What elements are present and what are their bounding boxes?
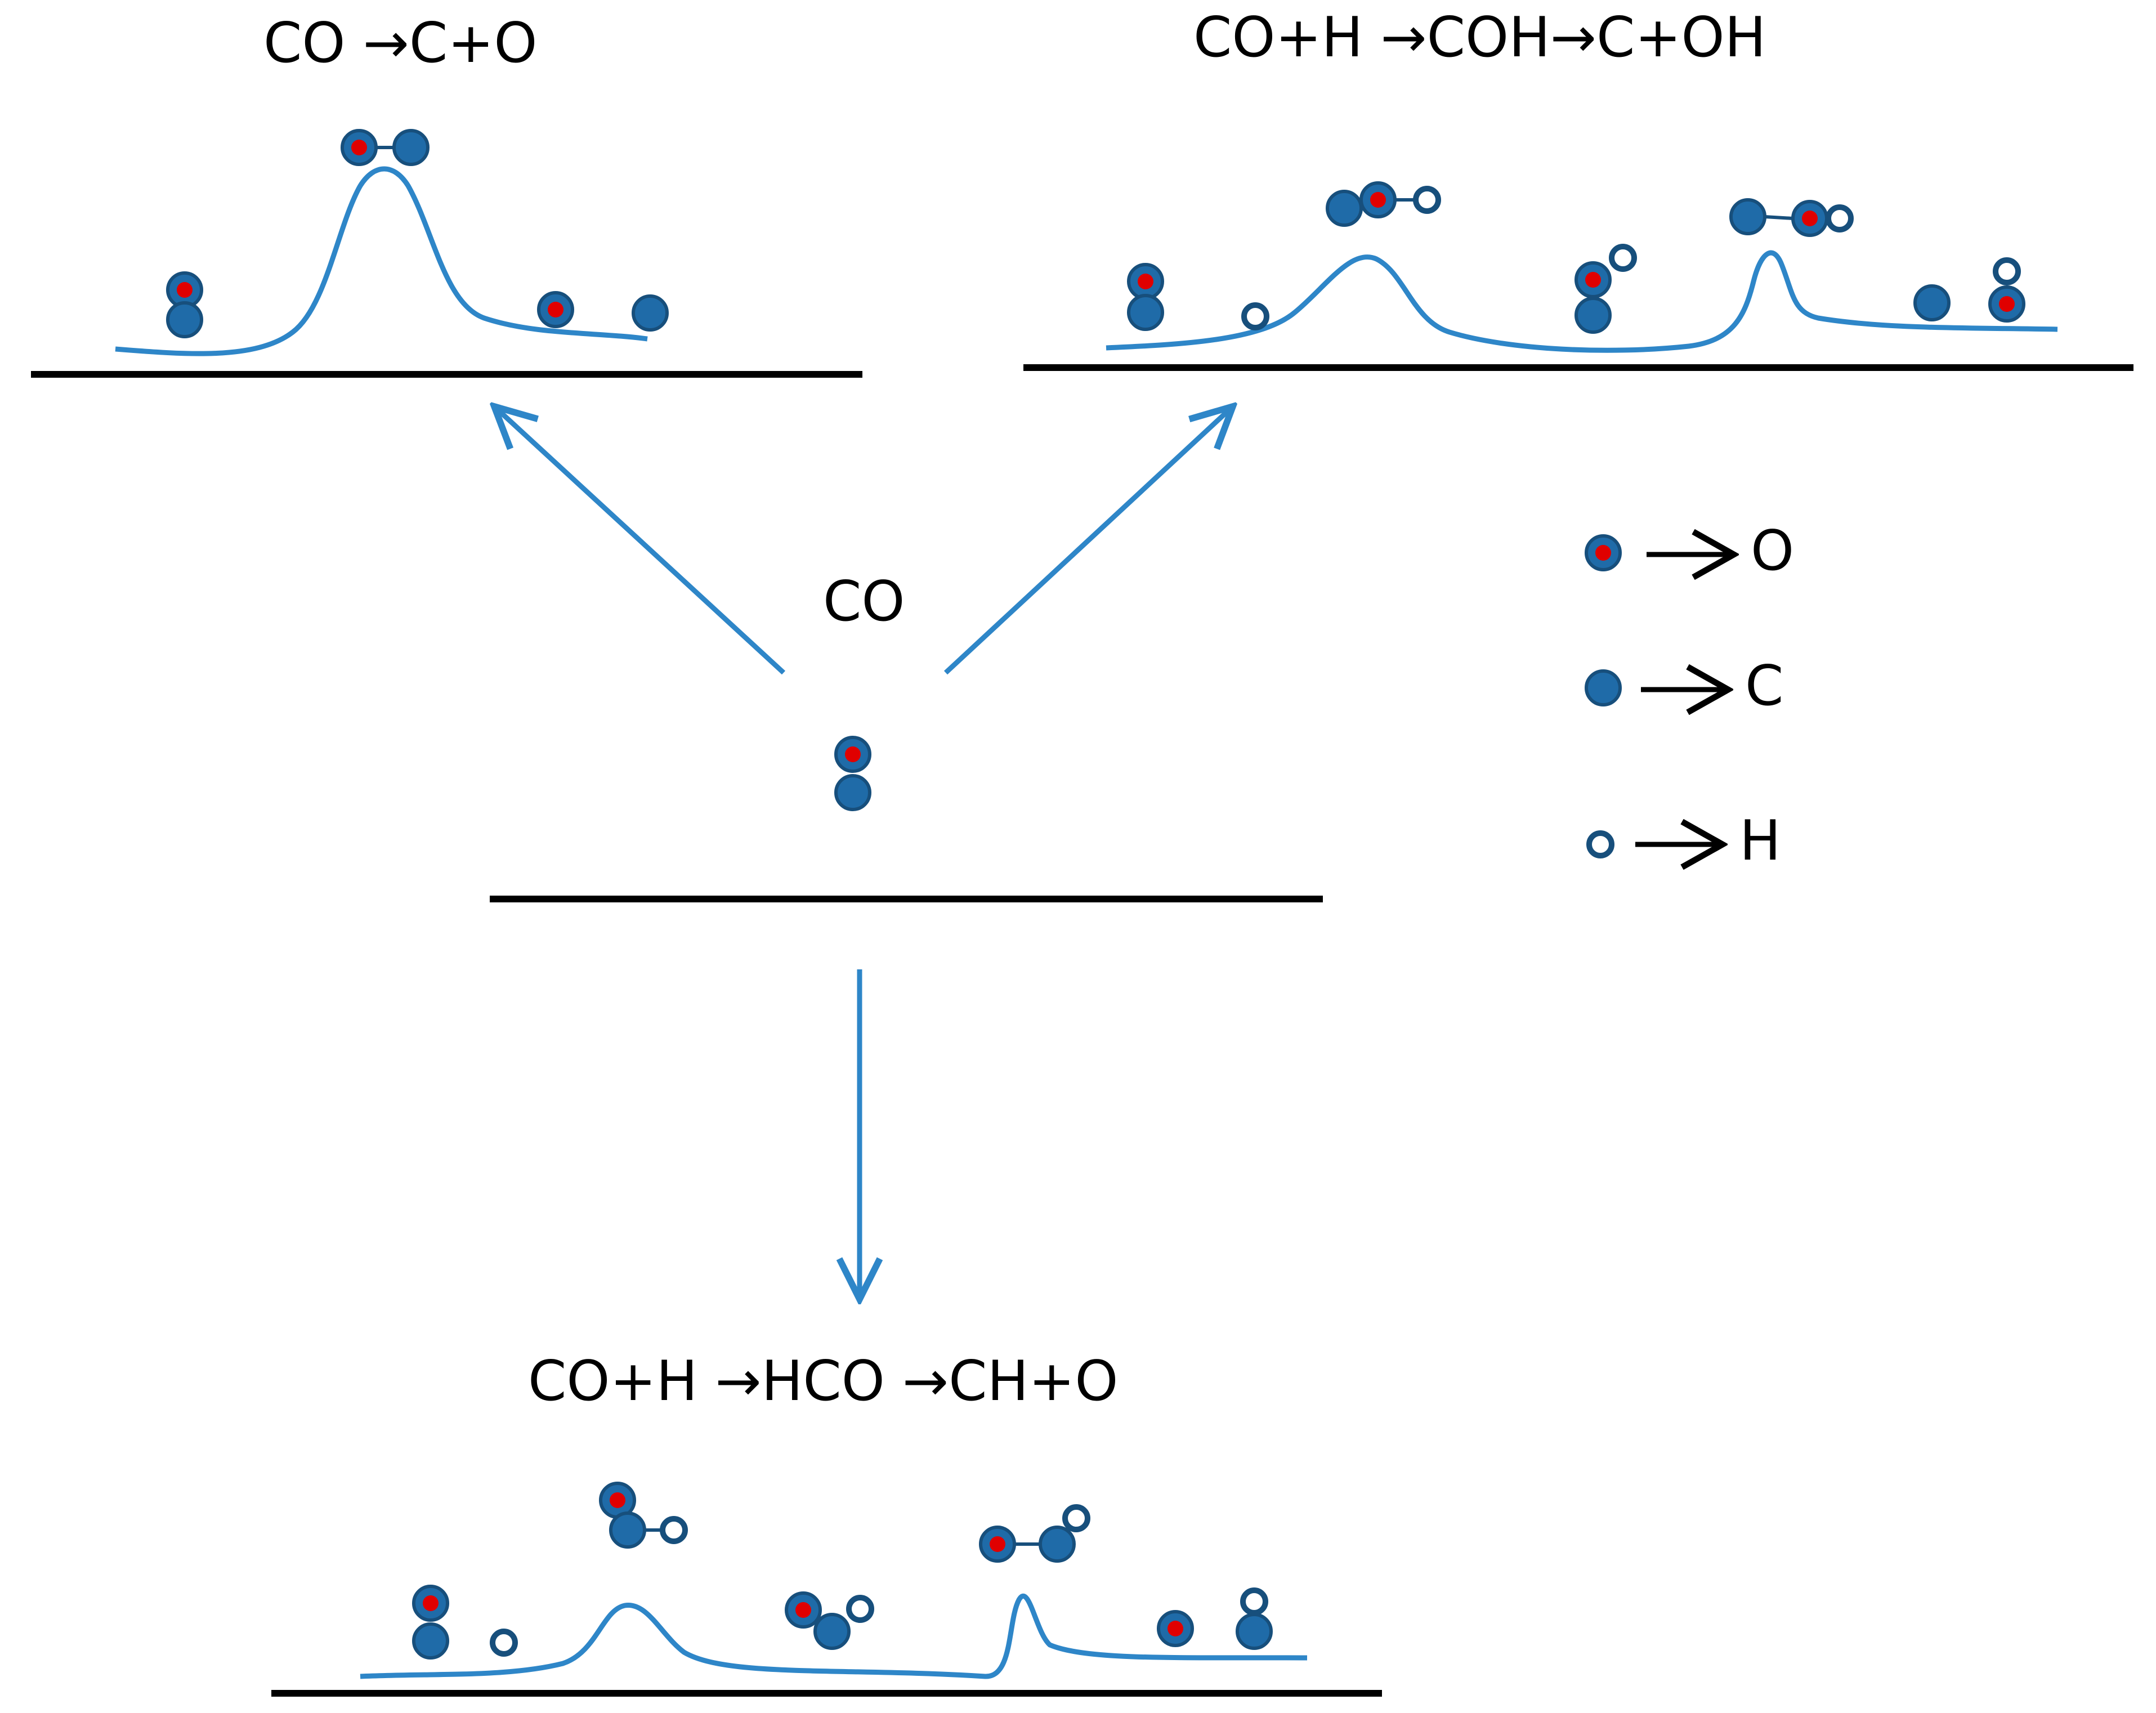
oxygen-atom-icon — [1791, 200, 1828, 237]
carbon-atom-icon — [1039, 1526, 1076, 1563]
carbon-atom-icon — [166, 301, 203, 338]
hydrogen-atom-icon — [1241, 302, 1269, 330]
oxygen-atom-icon — [834, 736, 871, 773]
hydrogen-atom-icon — [490, 1629, 518, 1657]
oxygen-atom-icon — [785, 1591, 822, 1629]
legend-label-hydrogen: H — [1739, 809, 1781, 873]
pathway-label-coh: CO+H →COH→C+OH — [1193, 6, 1766, 70]
hydrogen-atom-icon — [660, 1516, 688, 1544]
pathway-label-direct: CO →C+O — [263, 11, 538, 75]
carbon-atom-icon — [1326, 190, 1363, 227]
oxygen-atom-icon — [979, 1526, 1016, 1563]
hydrogen-atom-icon — [1062, 1504, 1090, 1532]
oxygen-atom-icon — [412, 1585, 449, 1622]
oxygen-atom-icon — [1359, 181, 1397, 218]
carbon-atom-icon — [1127, 294, 1164, 331]
energy-curve-hco — [360, 1593, 1308, 1679]
carbon-atom-icon — [1574, 297, 1612, 334]
carbon-atom-icon — [1236, 1613, 1273, 1650]
energy-curve-direct — [115, 166, 648, 356]
oxygen-atom-icon — [1574, 261, 1612, 298]
carbon-atom-icon — [834, 774, 871, 811]
oxygen-atom-icon — [1988, 285, 2025, 323]
pathway-label-hco: CO+H →HCO →CH+O — [528, 1349, 1119, 1414]
energy-curve-coh — [1106, 250, 2058, 353]
carbon-atom-icon — [1913, 284, 1951, 321]
carbon-atom-icon — [609, 1511, 646, 1549]
center-species-label: CO — [823, 570, 905, 634]
hydrogen-atom-icon — [846, 1595, 874, 1623]
arrow-to-coh-pathway — [943, 406, 1233, 675]
hydrogen-atom-icon — [1993, 257, 2021, 285]
hydrogen-atom-icon — [1240, 1587, 1268, 1616]
legend-label-carbon: C — [1745, 654, 1784, 718]
carbon-atom-icon — [813, 1613, 851, 1650]
oxygen-atom-icon — [166, 271, 203, 308]
carbon-atom-icon — [1729, 198, 1766, 235]
carbon-atom-icon — [632, 294, 669, 332]
atom-layer — [166, 129, 2025, 1660]
oxygen-atom-icon — [537, 291, 574, 328]
legend-atom-icons — [1585, 534, 1622, 858]
oxygen-atom-icon — [1585, 534, 1622, 571]
hydrogen-atom-icon — [1413, 186, 1441, 214]
bond-line — [1764, 215, 1793, 220]
oxygen-atom-icon — [1157, 1610, 1194, 1647]
carbon-atom-icon — [1585, 669, 1622, 706]
carbon-atom-icon — [392, 129, 430, 166]
oxygen-atom-icon — [1127, 263, 1164, 300]
hydrogen-atom-icon — [1586, 830, 1614, 858]
legend-label-oxygen: O — [1751, 519, 1795, 583]
oxygen-atom-icon — [341, 129, 378, 166]
hydrogen-atom-icon — [1609, 244, 1637, 272]
carbon-atom-icon — [412, 1622, 449, 1660]
arrow-to-direct-pathway — [494, 406, 786, 675]
hydrogen-atom-icon — [1826, 204, 1854, 232]
